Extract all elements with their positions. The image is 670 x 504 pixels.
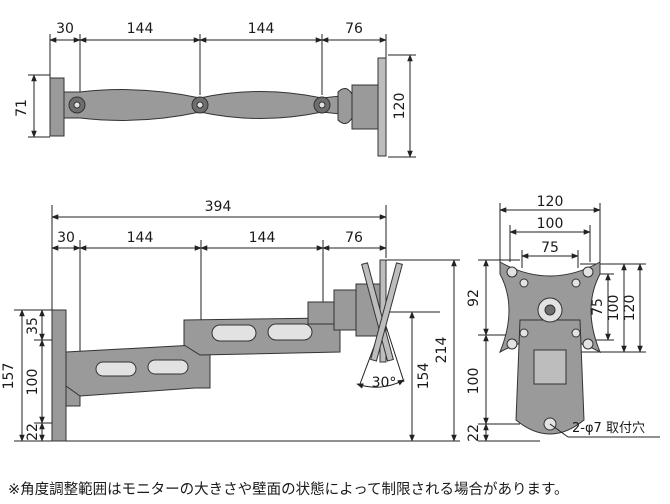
side-dim-100: 100 bbox=[25, 369, 41, 396]
arm-front bbox=[533, 349, 567, 385]
lower-arm-side bbox=[65, 344, 211, 397]
vesa-plate-tilt-b bbox=[370, 262, 403, 362]
side-dim-22: 22 bbox=[25, 423, 41, 441]
footnote: ※角度調整範囲はモニターの大きさや壁面の状態によって制限される場合があります。 bbox=[8, 482, 569, 498]
front-dim-120-h: 120 bbox=[622, 295, 638, 322]
top-view: 30 144 144 76 71 120 bbox=[14, 21, 416, 158]
side-dim-angle: 30° bbox=[372, 375, 397, 391]
vesa-hole-tl bbox=[506, 266, 518, 278]
front-dim-75-w: 75 bbox=[541, 240, 559, 256]
front-dim-22-v: 22 bbox=[466, 424, 482, 442]
front-dim-92: 92 bbox=[466, 289, 482, 307]
vesa-plate-top bbox=[377, 57, 387, 157]
side-dim-214: 214 bbox=[434, 337, 450, 364]
tilt-knob-top bbox=[337, 88, 353, 124]
side-dim-35: 35 bbox=[25, 317, 41, 335]
top-dim-144-a: 144 bbox=[127, 21, 154, 37]
wall-plate-top bbox=[49, 77, 65, 137]
front-view: 120 100 75 92 100 22 75 100 120 bbox=[466, 194, 660, 442]
mounting-hole-label: 2-φ7 取付穴 bbox=[572, 421, 645, 436]
top-dim-30: 30 bbox=[56, 21, 74, 37]
vesa-plate-tilt-a bbox=[361, 262, 394, 362]
front-dim-100-v: 100 bbox=[466, 368, 482, 395]
top-dim-120: 120 bbox=[392, 93, 408, 120]
top-dim-76: 76 bbox=[345, 21, 363, 37]
side-dim-76: 76 bbox=[345, 230, 363, 246]
vesa-hole-bl bbox=[506, 338, 518, 350]
side-dim-144-a: 144 bbox=[127, 230, 154, 246]
tilt-knob-side bbox=[333, 289, 357, 331]
vesa-hole-br bbox=[582, 338, 594, 350]
front-dim-75-v: 75 bbox=[590, 298, 606, 316]
top-dim-144-b: 144 bbox=[248, 21, 275, 37]
front-dim-100-h: 100 bbox=[606, 295, 622, 322]
side-dim-157: 157 bbox=[1, 363, 17, 390]
front-dim-120-w: 120 bbox=[537, 194, 564, 210]
side-dim-394: 394 bbox=[205, 199, 232, 215]
side-dim-144-b: 144 bbox=[249, 230, 276, 246]
side-view: 394 30 144 144 76 157 35 100 22 154 214 bbox=[1, 199, 460, 442]
vesa-hole-tr bbox=[582, 266, 594, 278]
tilt-head-top bbox=[351, 84, 379, 130]
side-dim-154: 154 bbox=[416, 363, 432, 390]
wall-plate-side bbox=[51, 309, 67, 442]
top-dim-71: 71 bbox=[14, 99, 30, 117]
side-dim-30: 30 bbox=[57, 230, 75, 246]
front-dim-100-w: 100 bbox=[537, 216, 564, 232]
